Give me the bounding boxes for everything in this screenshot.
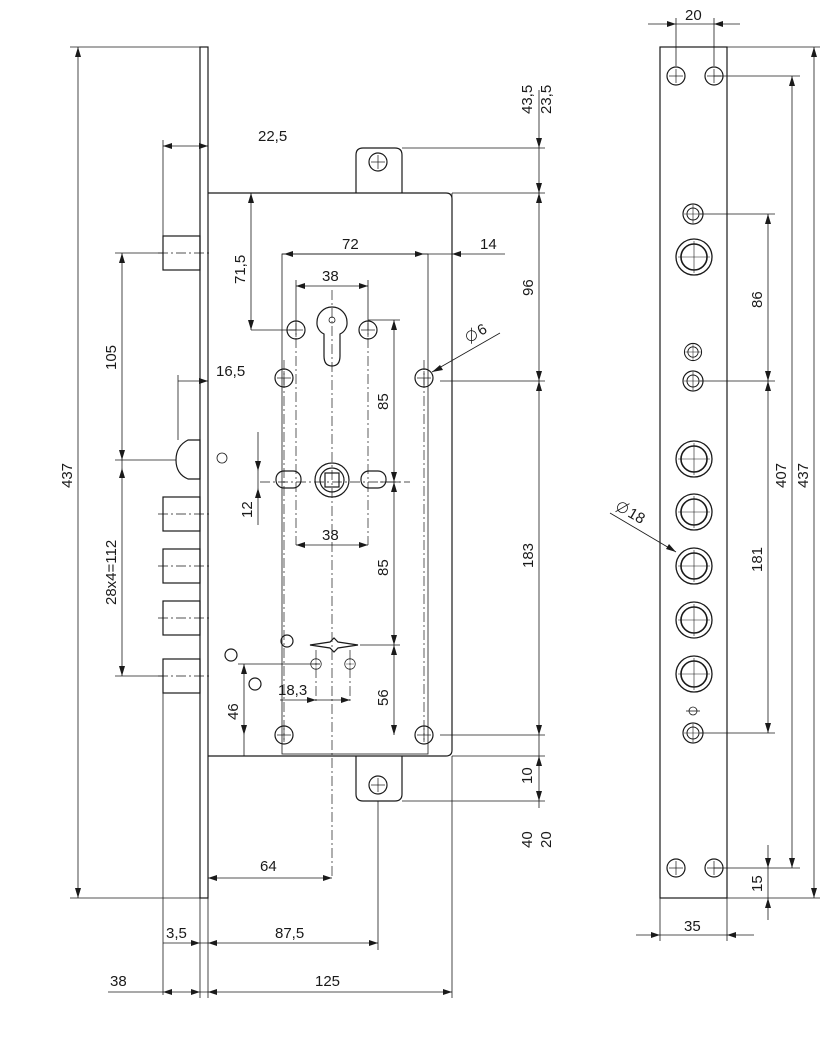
side-dimension-lines [609, 18, 820, 941]
cylinder-keyhole [316, 306, 348, 367]
dim-22-5: 22,5 [258, 128, 287, 145]
dim-46: 46 [225, 703, 242, 720]
dim-56: 56 [375, 689, 392, 706]
dim-40: 40 [519, 831, 536, 848]
dim-23-5: 23,5 [538, 85, 555, 114]
dim-20-bottom: 20 [538, 831, 555, 848]
dim-38-top: 38 [322, 268, 339, 285]
side-faceplate [659, 46, 728, 899]
latch-bolt [175, 439, 201, 480]
dim-phi-18: 18 [625, 505, 648, 528]
dim-183: 183 [520, 543, 537, 568]
dim-71-5: 71,5 [232, 255, 249, 284]
lock-case [208, 192, 453, 757]
bottom-mounting-tab [355, 756, 403, 802]
dim-407: 407 [773, 463, 790, 488]
deadbolts [158, 235, 210, 694]
dim-20-top: 20 [685, 7, 702, 24]
dim-3-5: 3,5 [166, 925, 187, 942]
handle-follower [216, 452, 387, 498]
diameter-icon [466, 330, 477, 342]
dim-15: 15 [749, 875, 766, 892]
front-view: 22,5 72 14 38 16,5 38 18,3 64 3,5 87,5 3… [59, 46, 555, 998]
top-mounting-tab [355, 147, 403, 193]
dim-86: 86 [749, 291, 766, 308]
inner-plate [281, 253, 429, 755]
lower-mechanism [224, 634, 359, 691]
dim-16-5: 16,5 [216, 363, 245, 380]
dim-10: 10 [519, 767, 536, 784]
dim-43-5: 43,5 [519, 85, 536, 114]
dim-35: 35 [684, 918, 701, 935]
front-dimension-lines [70, 46, 545, 998]
dim-96: 96 [520, 279, 537, 296]
diameter-icon-2 [617, 502, 628, 514]
dim-437-right: 437 [795, 463, 812, 488]
dim-28x4: 28x4=112 [103, 540, 120, 605]
dim-87-5: 87,5 [275, 925, 304, 942]
side-view: 20 35 18 86 181 407 437 15 [609, 7, 820, 941]
dim-125: 125 [315, 973, 340, 990]
dim-14: 14 [480, 236, 497, 253]
dim-85-upper: 85 [375, 393, 392, 410]
dim-85-lower: 85 [375, 559, 392, 576]
dim-38-bottom: 38 [110, 973, 127, 990]
dim-105: 105 [103, 345, 120, 370]
dim-64: 64 [260, 858, 277, 875]
dim-12: 12 [239, 501, 256, 518]
dim-72: 72 [342, 236, 359, 253]
faceplate [199, 46, 209, 899]
dim-437-left: 437 [59, 463, 76, 488]
dim-38-mid: 38 [322, 527, 339, 544]
dim-18-3: 18,3 [278, 682, 307, 699]
dim-181: 181 [749, 547, 766, 572]
